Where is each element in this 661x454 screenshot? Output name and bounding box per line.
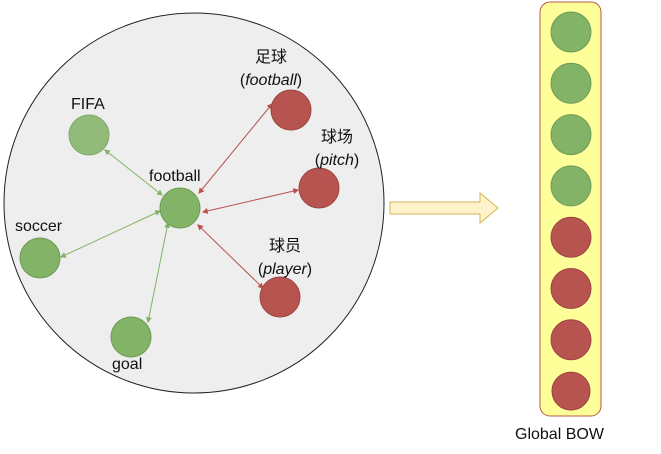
bow-cell-5 (550, 216, 592, 258)
node-qiuyuan (259, 276, 301, 318)
label-qiuchang-en: (pitch) (314, 152, 360, 169)
bow-cell-4 (550, 165, 592, 207)
node-zuqiu (270, 89, 312, 131)
edge-football-qiuchang (201, 188, 300, 214)
node-soccer (19, 237, 61, 279)
edge-football-qiuyuan (197, 224, 264, 289)
edge-football-zuqiu (198, 103, 273, 194)
bow-cell-3 (550, 114, 592, 156)
label-football: football (149, 168, 201, 185)
bow-cell-1 (550, 11, 592, 53)
node-goal (110, 316, 152, 358)
label-zuqiu-zh: 足球 (254, 49, 287, 66)
label-qiuyuan-zh: 球员 (268, 238, 302, 255)
node-football (159, 187, 201, 229)
label-zuqiu-en: (football) (239, 72, 303, 89)
label-soccer: soccer (15, 218, 63, 235)
label-fifa: FIFA (71, 96, 105, 113)
label-zuqiu: 足球 (football) (240, 46, 302, 92)
bow-cell-8 (551, 371, 591, 411)
bow-column (539, 1, 602, 417)
label-global-bow: Global BOW (515, 426, 604, 443)
edge-football-soccer (59, 210, 162, 258)
node-qiuchang (298, 167, 340, 209)
label-qiuchang: 球场 (pitch) (315, 126, 359, 172)
label-goal: goal (112, 356, 143, 373)
node-fifa (68, 114, 110, 156)
transform-arrow (389, 191, 499, 225)
edge-football-fifa (104, 149, 163, 196)
label-qiuyuan-en: (player) (257, 261, 313, 278)
label-qiuchang-zh: 球场 (320, 129, 354, 146)
bow-cell-6 (550, 268, 592, 309)
bow-cell-2 (550, 62, 592, 104)
bow-cell-7 (550, 319, 592, 361)
label-qiuyuan: 球员 (player) (258, 235, 312, 281)
bow-cells (550, 11, 592, 411)
edge-football-goal (146, 221, 170, 324)
